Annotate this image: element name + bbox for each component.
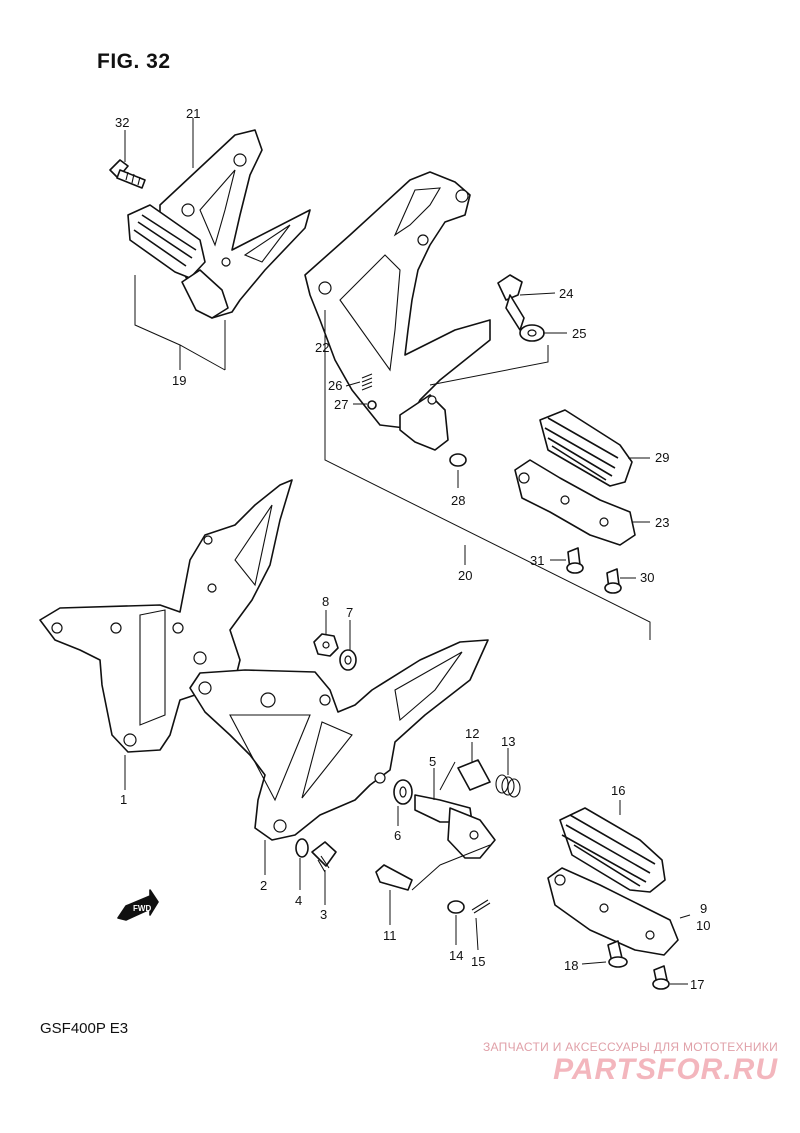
callout-25: 25	[572, 326, 586, 341]
part-32-bolt[interactable]	[109, 159, 146, 189]
callout-17: 17	[690, 977, 704, 992]
part-24-bolt[interactable]	[497, 274, 525, 331]
part-26-spring[interactable]	[361, 373, 373, 391]
part-2-footrest-bracket[interactable]	[189, 639, 489, 841]
callout-13: 13	[501, 734, 515, 749]
watermark-tagline: ЗАПЧАСТИ И АКСЕССУАРЫ ДЛЯ МОТОТЕХНИКИ	[482, 1040, 778, 1054]
callout-18: 18	[564, 958, 578, 973]
callout-24: 24	[559, 286, 573, 301]
callout-29: 29	[655, 450, 669, 465]
callout-22: 22	[315, 340, 329, 355]
part-19-rear-footrest-rubber[interactable]	[127, 204, 229, 319]
callout-15: 15	[471, 954, 485, 969]
callout-8: 8	[322, 594, 329, 609]
callout-26: 26	[328, 378, 342, 393]
callout-11: 11	[383, 928, 397, 943]
callout-3: 3	[320, 907, 327, 922]
leader-lines	[124, 118, 691, 985]
part-12-bushing[interactable]	[457, 759, 491, 791]
callout-21: 21	[186, 106, 200, 121]
part-6-washer[interactable]	[393, 779, 413, 805]
watermark-logo[interactable]: PARTSFOR.RU	[553, 1053, 778, 1086]
callout-5: 5	[429, 754, 436, 769]
callout-6: 6	[394, 828, 401, 843]
part-4-washer[interactable]	[295, 838, 309, 858]
fwd-label: FWD	[133, 904, 151, 913]
part-1-footrest-bracket-plate[interactable]	[39, 479, 293, 753]
part-21-rear-bracket[interactable]	[159, 129, 311, 319]
callout-16: 16	[611, 783, 625, 798]
callout-2: 2	[260, 878, 267, 893]
callout-10: 10	[696, 918, 710, 933]
fwd-arrow-icon: FWD	[117, 889, 159, 921]
part-15-cotter-pin[interactable]	[471, 899, 491, 914]
figure-title: FIG. 32	[97, 50, 171, 73]
callout-14: 14	[449, 948, 463, 963]
callout-32: 32	[115, 115, 129, 130]
callout-31: 31	[530, 553, 544, 568]
part-5-pivot-bolt[interactable]	[414, 794, 496, 859]
part-14-washer[interactable]	[447, 900, 465, 914]
callout-7: 7	[346, 605, 353, 620]
part-7-washer[interactable]	[339, 649, 357, 671]
part-9-footrest[interactable]	[547, 867, 679, 956]
part-18-bolt[interactable]	[607, 940, 628, 968]
part-27-ball[interactable]	[367, 400, 377, 410]
part-28-e-ring[interactable]	[449, 453, 467, 467]
callout-4: 4	[295, 893, 302, 908]
part-22-rear-bracket[interactable]	[304, 171, 491, 451]
part-16-footrest-rubber[interactable]	[559, 807, 666, 893]
part-11-pin[interactable]	[375, 864, 413, 891]
callout-19: 19	[172, 373, 186, 388]
part-13-spring[interactable]	[495, 774, 521, 798]
part-23-rear-footrest[interactable]	[514, 459, 636, 546]
callout-27: 27	[334, 397, 348, 412]
part-30-bolt[interactable]	[604, 568, 622, 594]
callout-28: 28	[451, 493, 465, 508]
callout-1: 1	[120, 792, 127, 807]
part-8-nut[interactable]	[313, 633, 339, 657]
part-31-bolt[interactable]	[566, 547, 584, 574]
part-25-washer[interactable]	[519, 324, 545, 342]
callout-20: 20	[458, 568, 472, 583]
part-17-bolt[interactable]	[652, 965, 670, 990]
callout-12: 12	[465, 726, 479, 741]
part-29-rear-footrest-rubber[interactable]	[539, 409, 633, 487]
callout-23: 23	[655, 515, 669, 530]
callout-9: 9	[700, 901, 707, 916]
callout-numbers: 1 2 3 4 5 6 7 8 9 10 11 12 13 14 15 16 1…	[115, 106, 710, 992]
model-label: GSF400P E3	[40, 1020, 129, 1037]
callout-30: 30	[640, 570, 654, 585]
part-3-bolt[interactable]	[311, 841, 337, 873]
